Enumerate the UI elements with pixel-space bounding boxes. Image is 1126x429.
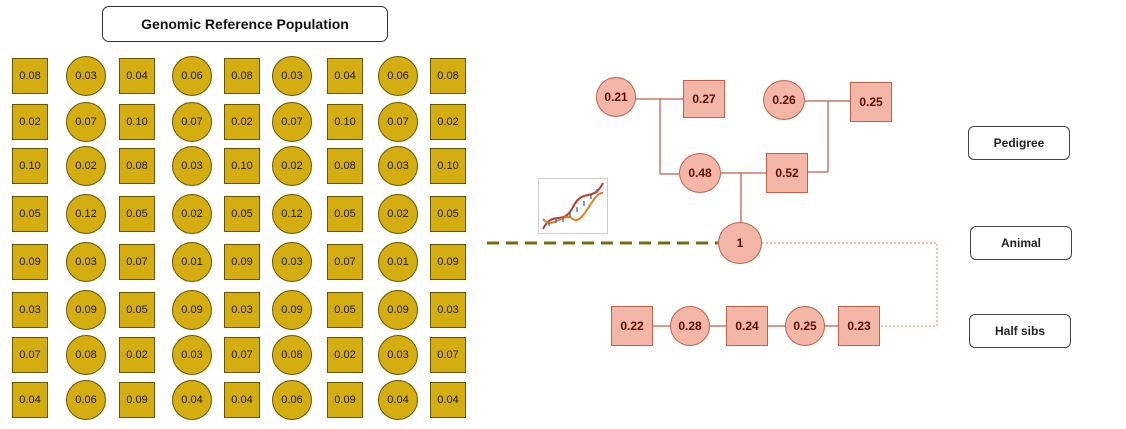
pedigree-legend-box: Pedigree xyxy=(968,126,1070,160)
population-square-cell: 0.04 xyxy=(430,382,466,418)
population-circle-cell: 0.08 xyxy=(272,335,312,375)
population-square-cell: 0.10 xyxy=(327,104,363,140)
population-square-cell: 0.09 xyxy=(12,244,48,280)
population-square-cell: 0.05 xyxy=(12,196,48,232)
population-square-cell: 0.04 xyxy=(327,58,363,94)
population-circle-cell: 0.09 xyxy=(66,290,106,330)
population-circle-cell: 0.01 xyxy=(378,242,418,282)
population-circle-cell: 0.07 xyxy=(378,102,418,142)
population-square-cell: 0.08 xyxy=(224,58,260,94)
population-square-cell: 0.02 xyxy=(12,104,48,140)
population-circle-cell: 0.07 xyxy=(172,102,212,142)
population-square-cell: 0.05 xyxy=(119,292,155,328)
population-circle-cell: 0.03 xyxy=(66,242,106,282)
population-circle-cell: 0.06 xyxy=(172,56,212,96)
population-circle-cell: 0.09 xyxy=(272,290,312,330)
population-circle-cell: 0.03 xyxy=(272,56,312,96)
population-square-cell: 0.02 xyxy=(327,337,363,373)
grandsire-1-node: 0.21 xyxy=(596,77,636,117)
reference-population-grid: 0.08 0.03 0.04 0.06 0.08 0.03 0.04 0.06 0.08 0.02… xyxy=(0,0,480,429)
population-square-cell: 0.04 xyxy=(119,58,155,94)
population-circle-cell: 0.02 xyxy=(378,194,418,234)
half-sibs-legend-box: Half sibs xyxy=(969,314,1071,348)
population-square-cell: 0.09 xyxy=(430,244,466,280)
population-square-cell: 0.08 xyxy=(327,148,363,184)
animal-node: 1 xyxy=(718,222,762,264)
population-circle-cell: 0.06 xyxy=(378,56,418,96)
population-circle-cell: 0.02 xyxy=(172,194,212,234)
population-circle-cell: 0.04 xyxy=(172,380,212,420)
population-circle-cell: 0.03 xyxy=(378,335,418,375)
population-circle-cell: 0.08 xyxy=(66,335,106,375)
population-square-cell: 0.03 xyxy=(430,292,466,328)
population-circle-cell: 0.12 xyxy=(272,194,312,234)
population-square-cell: 0.04 xyxy=(224,382,260,418)
half-sib-node: 0.22 xyxy=(611,306,653,346)
population-square-cell: 0.05 xyxy=(430,196,466,232)
population-circle-cell: 0.03 xyxy=(172,146,212,186)
population-square-cell: 0.07 xyxy=(12,337,48,373)
population-square-cell: 0.10 xyxy=(119,104,155,140)
population-square-cell: 0.02 xyxy=(119,337,155,373)
population-circle-cell: 0.03 xyxy=(378,146,418,186)
half-sib-node: 0.25 xyxy=(785,306,825,346)
population-circle-cell: 0.06 xyxy=(272,380,312,420)
population-square-cell: 0.09 xyxy=(327,382,363,418)
population-square-cell: 0.10 xyxy=(224,148,260,184)
population-square-cell: 0.03 xyxy=(224,292,260,328)
population-circle-cell: 0.06 xyxy=(66,380,106,420)
population-circle-cell: 0.02 xyxy=(272,146,312,186)
population-square-cell: 0.03 xyxy=(12,292,48,328)
population-square-cell: 0.08 xyxy=(430,58,466,94)
population-square-cell: 0.05 xyxy=(327,196,363,232)
half-sib-node: 0.28 xyxy=(670,306,710,346)
population-square-cell: 0.05 xyxy=(224,196,260,232)
dna-helix-icon xyxy=(538,178,608,234)
population-square-cell: 0.09 xyxy=(224,244,260,280)
grandsire-2-node: 0.26 xyxy=(763,80,805,120)
half-sib-node: 0.24 xyxy=(726,306,768,346)
population-circle-cell: 0.04 xyxy=(378,380,418,420)
population-circle-cell: 0.07 xyxy=(66,102,106,142)
population-square-cell: 0.07 xyxy=(224,337,260,373)
half-sib-node: 0.23 xyxy=(838,306,880,346)
population-circle-cell: 0.02 xyxy=(66,146,106,186)
population-square-cell: 0.08 xyxy=(119,148,155,184)
population-square-cell: 0.07 xyxy=(119,244,155,280)
population-circle-cell: 0.03 xyxy=(272,242,312,282)
population-square-cell: 0.04 xyxy=(12,382,48,418)
population-square-cell: 0.05 xyxy=(119,196,155,232)
dam-node: 0.52 xyxy=(766,153,808,193)
population-circle-cell: 0.09 xyxy=(378,290,418,330)
population-square-cell: 0.02 xyxy=(224,104,260,140)
animal-legend-box: Animal xyxy=(970,226,1072,260)
population-circle-cell: 0.09 xyxy=(172,290,212,330)
population-square-cell: 0.07 xyxy=(327,244,363,280)
population-circle-cell: 0.03 xyxy=(172,335,212,375)
population-square-cell: 0.02 xyxy=(430,104,466,140)
population-circle-cell: 0.07 xyxy=(272,102,312,142)
population-circle-cell: 0.12 xyxy=(66,194,106,234)
page-title: Genomic Reference Population xyxy=(102,6,388,42)
population-square-cell: 0.10 xyxy=(430,148,466,184)
population-square-cell: 0.09 xyxy=(119,382,155,418)
population-circle-cell: 0.01 xyxy=(172,242,212,282)
halfsib-link-line xyxy=(762,242,938,327)
population-square-cell: 0.05 xyxy=(327,292,363,328)
sire-node: 0.48 xyxy=(679,153,721,193)
population-square-cell: 0.07 xyxy=(430,337,466,373)
population-square-cell: 0.10 xyxy=(12,148,48,184)
population-circle-cell: 0.03 xyxy=(66,56,106,96)
granddam-1-node: 0.27 xyxy=(683,80,725,118)
granddam-2-node: 0.25 xyxy=(850,82,892,122)
population-square-cell: 0.08 xyxy=(12,58,48,94)
